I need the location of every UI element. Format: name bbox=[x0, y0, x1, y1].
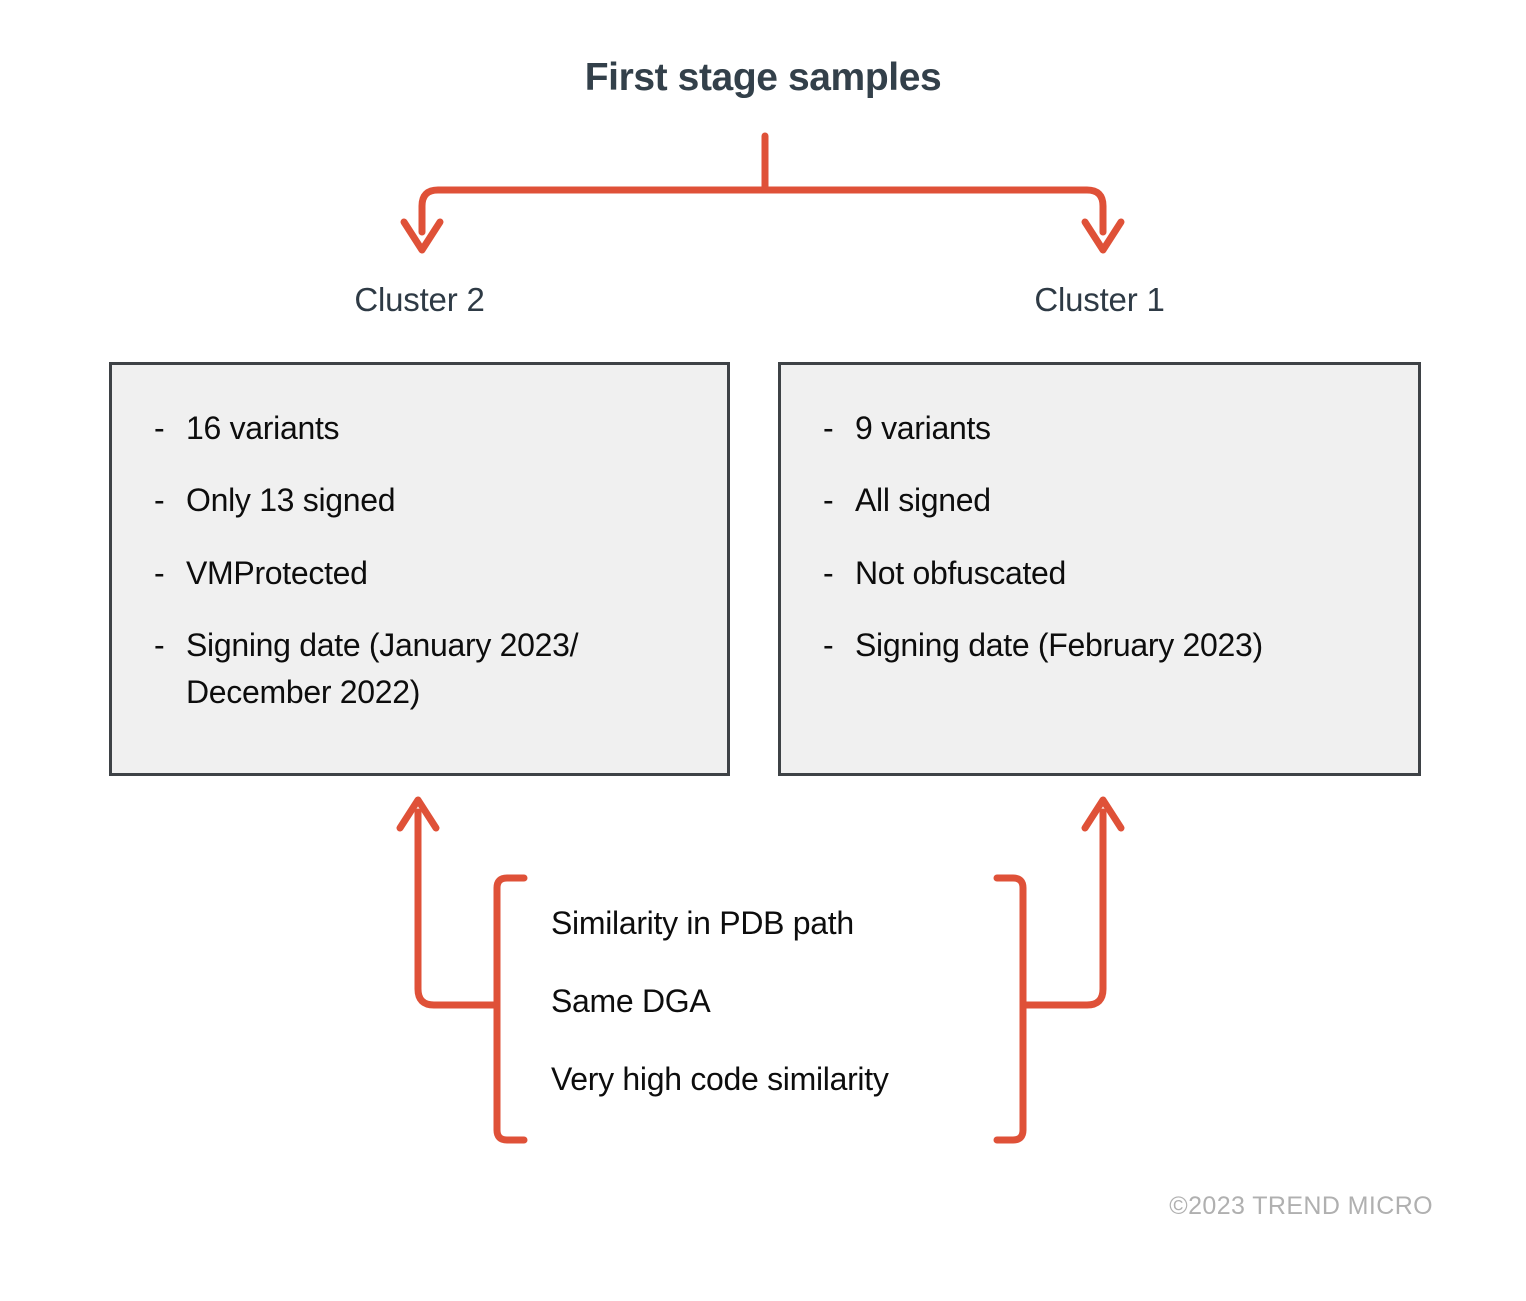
cluster-2-caption: Cluster 2 bbox=[354, 281, 485, 318]
list-item-label: Signing date (February 2023) bbox=[855, 627, 1263, 664]
dash-marker: - bbox=[823, 482, 834, 519]
arrowhead-down-cluster-2 bbox=[400, 218, 444, 254]
dash-marker: - bbox=[823, 410, 834, 446]
cluster-2-bullet-list: - 16 variants - Only 13 signed - VMProte… bbox=[154, 405, 709, 741]
dash-marker: - bbox=[154, 410, 165, 446]
arrowhead-up-cluster-1 bbox=[1081, 796, 1125, 832]
list-item-label: All signed bbox=[855, 482, 991, 519]
list-item: - Only 13 signed bbox=[154, 477, 709, 523]
list-item-label: Not obfuscated bbox=[855, 554, 1067, 591]
cluster-1-bullet-list: - 9 variants - All signed - Not obfuscat… bbox=[823, 405, 1400, 695]
right-bracket bbox=[993, 874, 1027, 1144]
bracket-connector-right bbox=[1019, 808, 1107, 1009]
arrowhead-up-cluster-2 bbox=[396, 796, 440, 832]
list-item: - Signing date (February 2023) bbox=[823, 622, 1400, 668]
list-item: - All signed bbox=[823, 477, 1400, 523]
list-item-label: 9 variants bbox=[855, 410, 991, 446]
dash-marker: - bbox=[823, 554, 834, 591]
similarity-notes-group: Similarity in PDB path Same DGA Very hig… bbox=[551, 905, 991, 1098]
list-item: - 9 variants bbox=[823, 405, 1400, 451]
dash-marker: - bbox=[154, 482, 165, 519]
cluster-1-box: - 9 variants - All signed - Not obfuscat… bbox=[778, 362, 1421, 776]
left-bracket bbox=[493, 874, 528, 1144]
dash-marker: - bbox=[154, 554, 165, 591]
cluster-2-box: - 16 variants - Only 13 signed - VMProte… bbox=[109, 362, 730, 776]
list-item-label: 16 variants bbox=[186, 410, 340, 446]
list-item: - Signing date (January 2023/ December 2… bbox=[154, 622, 709, 715]
top-branch-left bbox=[418, 186, 769, 236]
page-title: First stage samples bbox=[584, 56, 942, 99]
dash-marker: - bbox=[154, 627, 165, 664]
arrowhead-down-cluster-1 bbox=[1081, 218, 1125, 254]
similarity-note: Similarity in PDB path bbox=[551, 905, 854, 941]
cluster-1-caption: Cluster 1 bbox=[1034, 281, 1165, 318]
list-item: - 16 variants bbox=[154, 405, 709, 451]
list-item: - VMProtected bbox=[154, 550, 709, 596]
list-item-label: Only 13 signed bbox=[186, 482, 396, 519]
similarity-note: Very high code similarity bbox=[551, 1061, 889, 1097]
bracket-connector-left bbox=[414, 808, 501, 1009]
top-branch-right bbox=[761, 186, 1107, 236]
similarity-note: Same DGA bbox=[551, 983, 711, 1019]
list-item: - Not obfuscated bbox=[823, 550, 1400, 596]
copyright-notice: ©2023 TREND MICRO bbox=[1169, 1192, 1433, 1220]
list-item-label: Signing date (January 2023/ December 202… bbox=[186, 627, 579, 710]
list-item-label: VMProtected bbox=[186, 554, 368, 591]
dash-marker: - bbox=[823, 627, 834, 664]
